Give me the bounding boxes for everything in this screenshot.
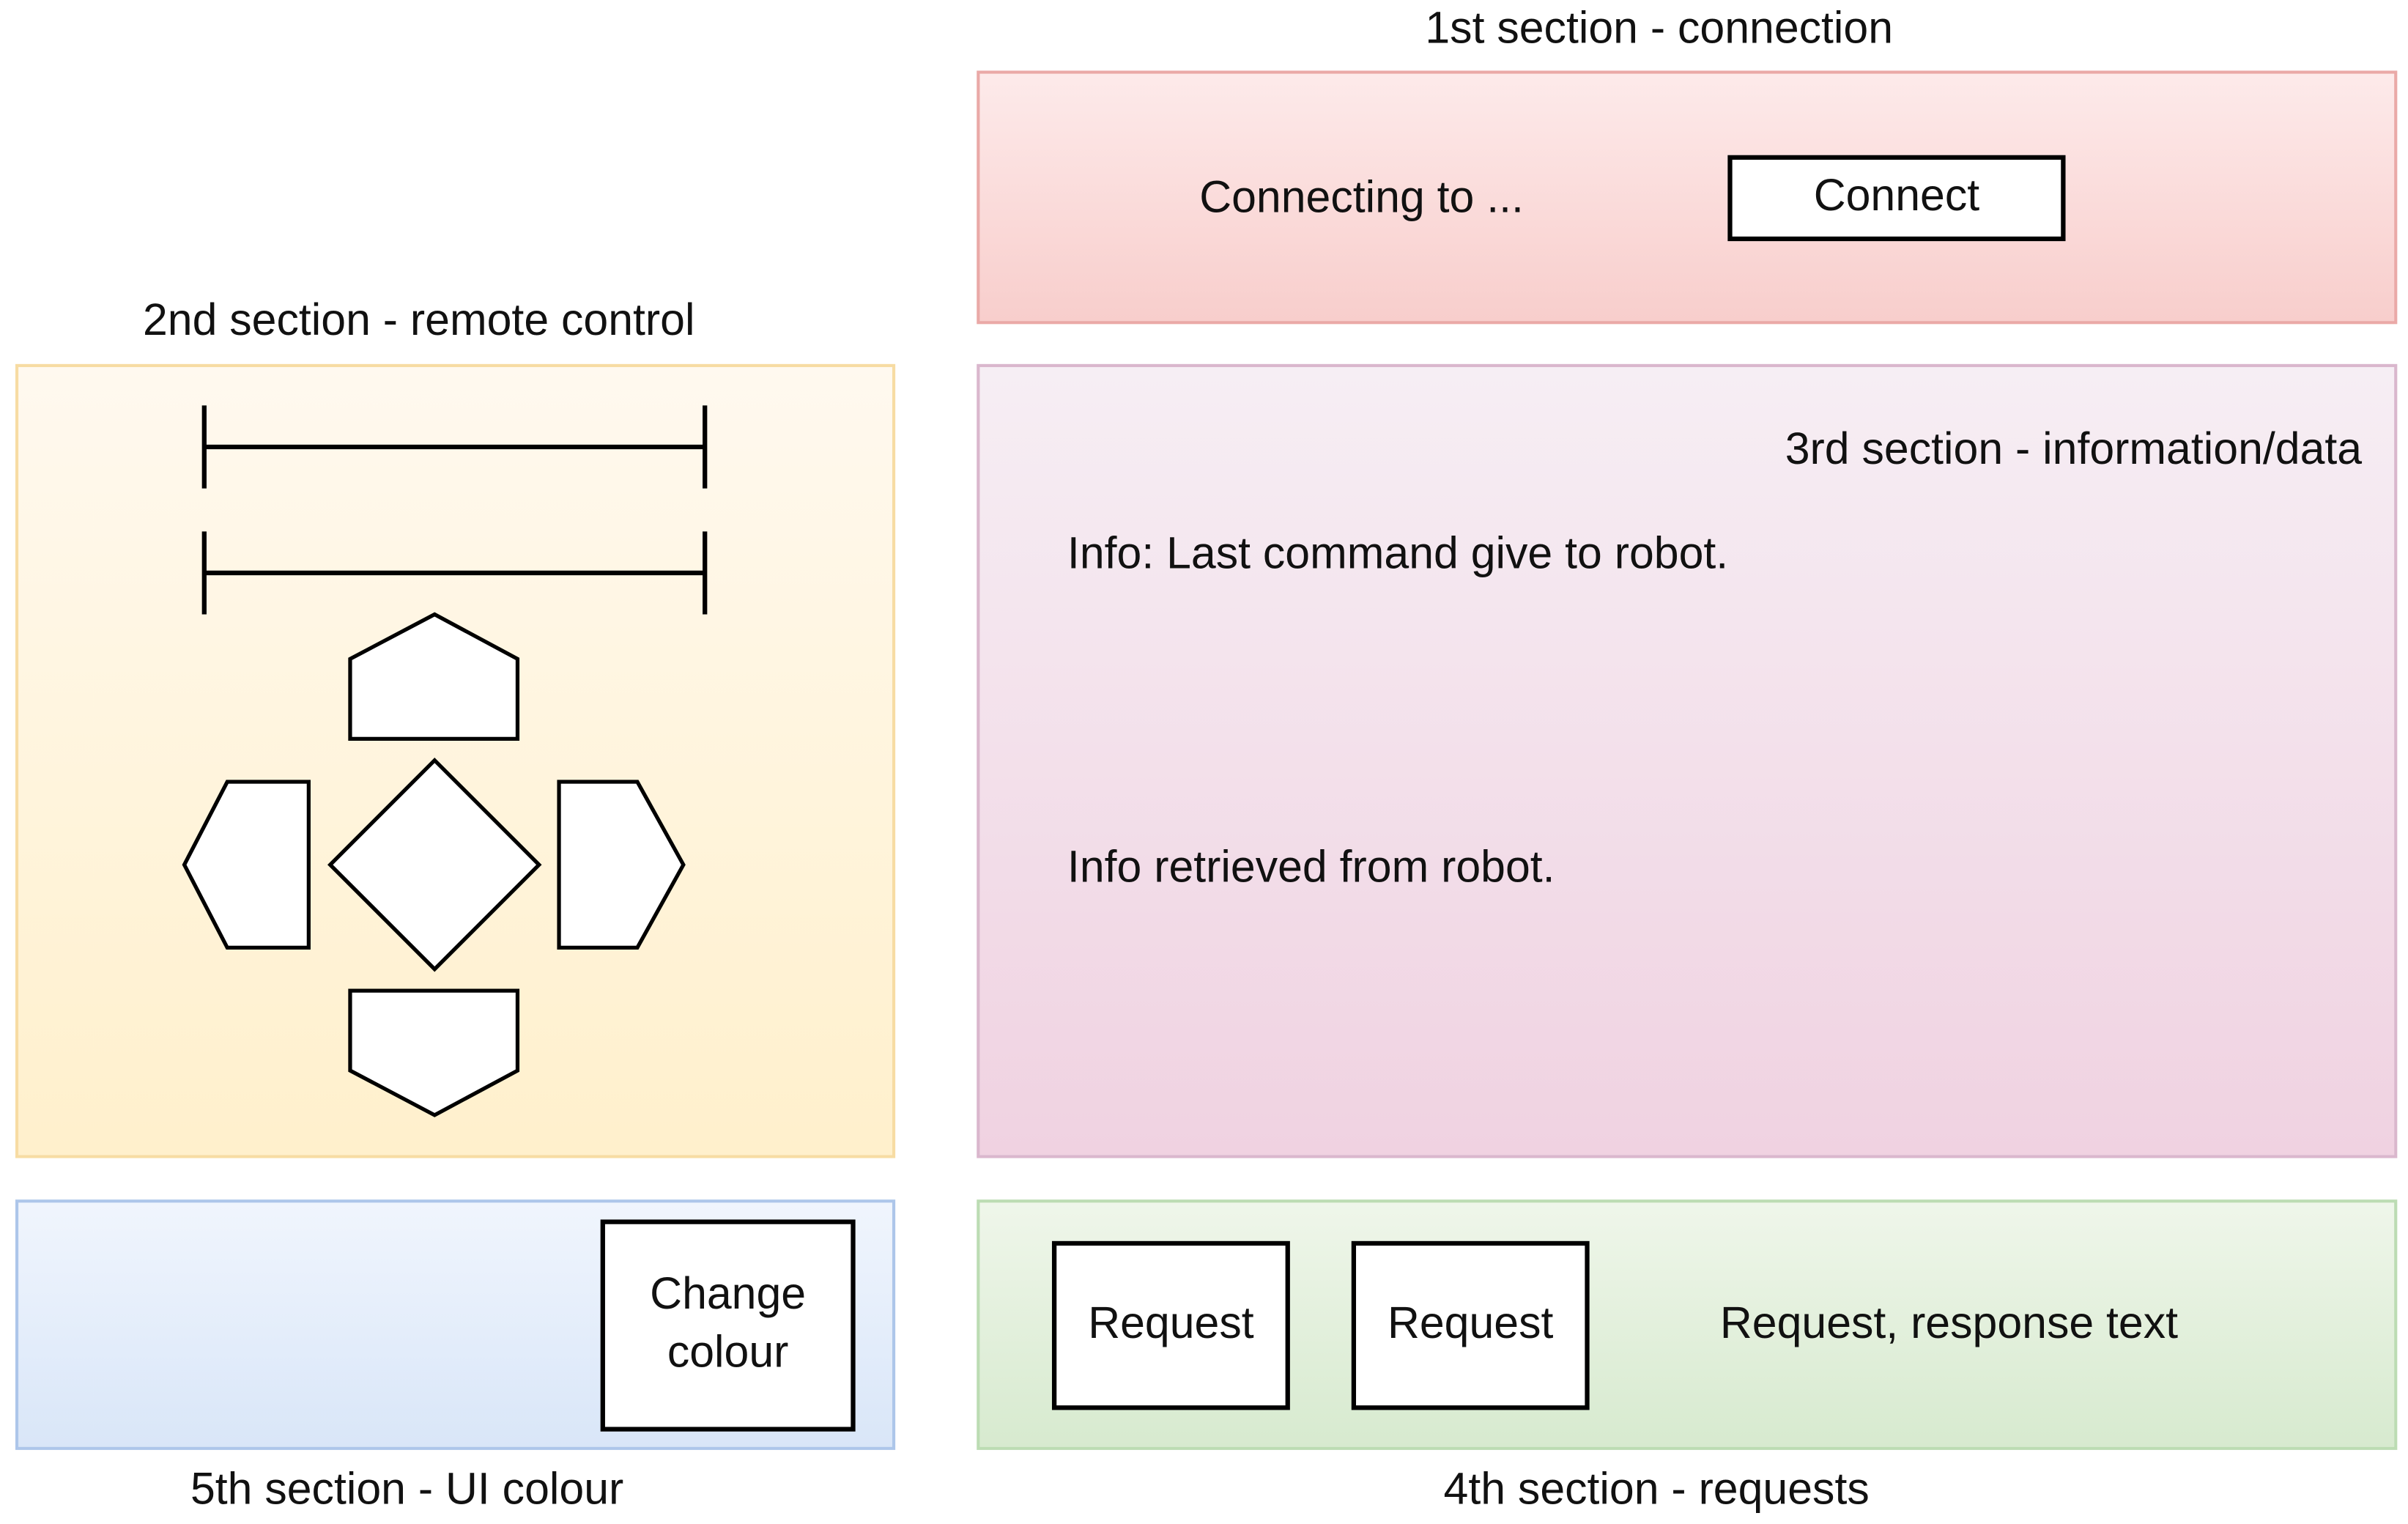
speed-slider-1[interactable]	[201, 405, 708, 489]
requests-section: Request Request Request, response text	[977, 1199, 2398, 1450]
request-response-text: Request, response text	[1719, 1299, 2179, 1349]
information-section-title: 3rd section - information/data	[1785, 425, 2363, 475]
request-button-2[interactable]: Request	[1351, 1240, 1590, 1410]
robot-info-text: Info retrieved from robot.	[1067, 843, 1555, 892]
connect-button[interactable]: Connect	[1727, 155, 2066, 242]
speed-slider-2[interactable]	[201, 531, 708, 615]
request-button-1[interactable]: Request	[1051, 1240, 1290, 1410]
arrow-left-button[interactable]	[182, 780, 311, 950]
arrow-down-button[interactable]	[348, 988, 520, 1117]
connection-status-text: Connecting to ...	[1199, 173, 1524, 223]
requests-section-title: 4th section - requests	[1443, 1465, 1870, 1514]
arrow-right-button[interactable]	[557, 780, 686, 950]
change-colour-button[interactable]: Change colour	[600, 1219, 856, 1432]
arrow-up-button[interactable]	[348, 612, 520, 741]
ui-colour-section-title: 5th section - UI colour	[190, 1465, 624, 1514]
ui-colour-section: Change colour	[15, 1199, 896, 1450]
stop-diamond-button[interactable]	[327, 757, 542, 972]
connection-section: Connecting to ... Connect	[977, 70, 2398, 325]
remote-control-section-title: 2nd section - remote control	[142, 296, 695, 346]
last-command-text: Info: Last command give to robot.	[1067, 530, 1729, 580]
information-section: 3rd section - information/data Info: Las…	[977, 363, 2398, 1158]
connection-section-title: 1st section - connection	[1425, 4, 1894, 54]
